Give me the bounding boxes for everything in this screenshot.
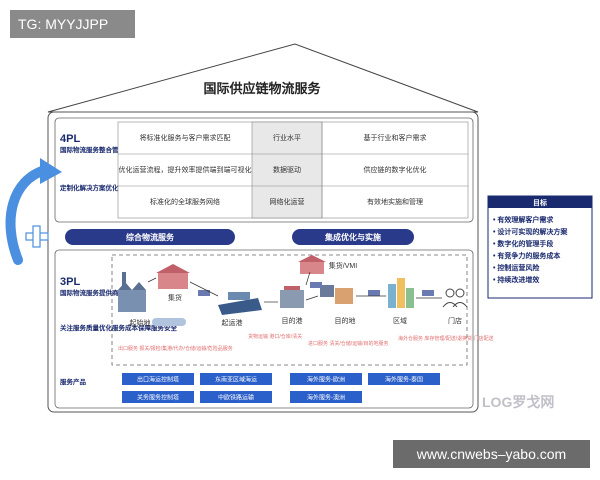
pl4-cell-1-0: 优化运营流程，提升效率提供端到端可视化 [119, 165, 252, 174]
logo: LOG罗戈网 [482, 394, 554, 410]
pl3-desc2: 关注服务质量优化服务成本保障服务安全 [60, 323, 178, 332]
goals-header [488, 196, 592, 208]
goal-item-0: • 有效理解客户需求 [493, 215, 554, 224]
pl4-desc1: 国际物流服务整合管理者 [60, 145, 132, 154]
pl4-cell-1-2: 供应链的数字化优化 [364, 165, 427, 174]
banner-left [65, 229, 235, 245]
product-0 [122, 373, 194, 385]
product-6 [290, 391, 362, 403]
product-5 [200, 391, 272, 403]
banner-right-label: 集成优化与实施 [324, 232, 381, 242]
red-port-text: 货物运输 港口/仓库/清关 [248, 333, 302, 340]
goal-item-5: • 持续改进增效 [493, 275, 540, 284]
flow-dashed-box [111, 254, 468, 366]
products-label: 服务产品 [60, 377, 87, 386]
red-store-text: 海外仓服务 库存管理/配送/退换货 门店配送 [398, 335, 494, 342]
people-icon [442, 288, 468, 308]
goal-item-4: • 控制运营风险 [493, 263, 540, 272]
pl4-label: 4PL [60, 133, 80, 145]
vmi-label: 集货/VMI [329, 261, 357, 270]
pl4-cell-2-0: 标准化的全球服务网络 [150, 197, 220, 206]
store-label: 门店 [448, 316, 462, 325]
pl4-cell-1-1: 数据驱动 [273, 165, 301, 174]
product-6-label: 海外服务-澳洲 [307, 394, 345, 402]
product-4 [122, 391, 194, 403]
house-frame [47, 111, 479, 413]
red-origin-text: 出口服务 报关/报检/集港/代办/仓储/运输/危险品服务 [118, 345, 233, 352]
pl4-cell-0-2: 基于行业和客户需求 [364, 133, 427, 142]
destination-label: 目的地 [335, 316, 356, 325]
pl4-cell-2-2: 有效地实施和管理 [367, 197, 423, 206]
product-1 [200, 373, 272, 385]
goal-item-1: • 设计可实现的解决方案 [493, 227, 568, 236]
train-icon [152, 318, 186, 326]
vmi-warehouse-icon [298, 255, 326, 274]
pl3-desc1: 国际物流服务提供商 [60, 288, 119, 297]
dest-boxes-icon [320, 285, 353, 304]
banner-left-label: 综合物流服务 [126, 232, 175, 242]
product-4-label: 关务服务控制塔 [137, 394, 179, 402]
plus-icon [25, 225, 49, 248]
flow-arrows [147, 271, 442, 303]
roof [47, 43, 479, 113]
product-1-label: 东南亚区域海运 [215, 376, 257, 384]
pl4-cell-0-0: 将标准化服务与客户需求匹配 [140, 133, 231, 142]
consolidation-label: 集货 [168, 293, 182, 302]
port-building-icon [280, 286, 304, 308]
origin-port-label: 起运港 [222, 318, 243, 327]
watermark-top: TG: MYYJJPP [10, 10, 135, 38]
goal-item-3: • 有竞争力的服务成本 [493, 251, 560, 260]
pl3-panel [54, 249, 474, 409]
pl4-grid [117, 121, 469, 219]
truck-icon [198, 282, 434, 296]
factory-icon [118, 272, 146, 312]
goals-panel [487, 195, 593, 299]
main-title: 国际供应链物流服务 [203, 81, 321, 96]
watermark-bottom: www.cnwebs–yabo.com [393, 440, 590, 468]
red-dest-text: 进口服务 清关/仓储/运输/目的地服务 [308, 340, 389, 347]
products-row2: 关务服务控制塔 中欧铁路运输 海外服务-澳洲 [122, 391, 362, 403]
product-0-label: 出口海运控制塔 [137, 376, 179, 384]
goal-item-2: • 数字化的管理手段 [493, 239, 553, 248]
pl3-label: 3PL [60, 276, 80, 288]
dest-port-label: 目的港 [282, 316, 303, 325]
city-icon [388, 278, 414, 308]
pl4-cell-0-1: 行业水平 [273, 133, 301, 142]
ship-icon [218, 292, 262, 315]
product-5-label: 中欧铁路运输 [218, 394, 254, 402]
banner-right [292, 229, 414, 245]
product-2-label: 海外服务-欧洲 [307, 376, 345, 384]
products-row1: 出口海运控制塔 东南亚区域海运 海外服务-欧洲 海外服务-泰国 [122, 373, 440, 385]
product-3 [368, 373, 440, 385]
region-label: 区域 [393, 316, 407, 325]
origin-label: 起始地 [130, 318, 151, 327]
cycle-arrowhead-icon [40, 158, 62, 184]
product-3-label: 海外服务-泰国 [385, 376, 423, 384]
cycle-arrow-icon [5, 165, 50, 265]
pl4-cell-2-1: 网络化运营 [270, 197, 305, 206]
warehouse-icon [156, 264, 190, 289]
goals-title: 目标 [533, 198, 547, 207]
product-2 [290, 373, 362, 385]
